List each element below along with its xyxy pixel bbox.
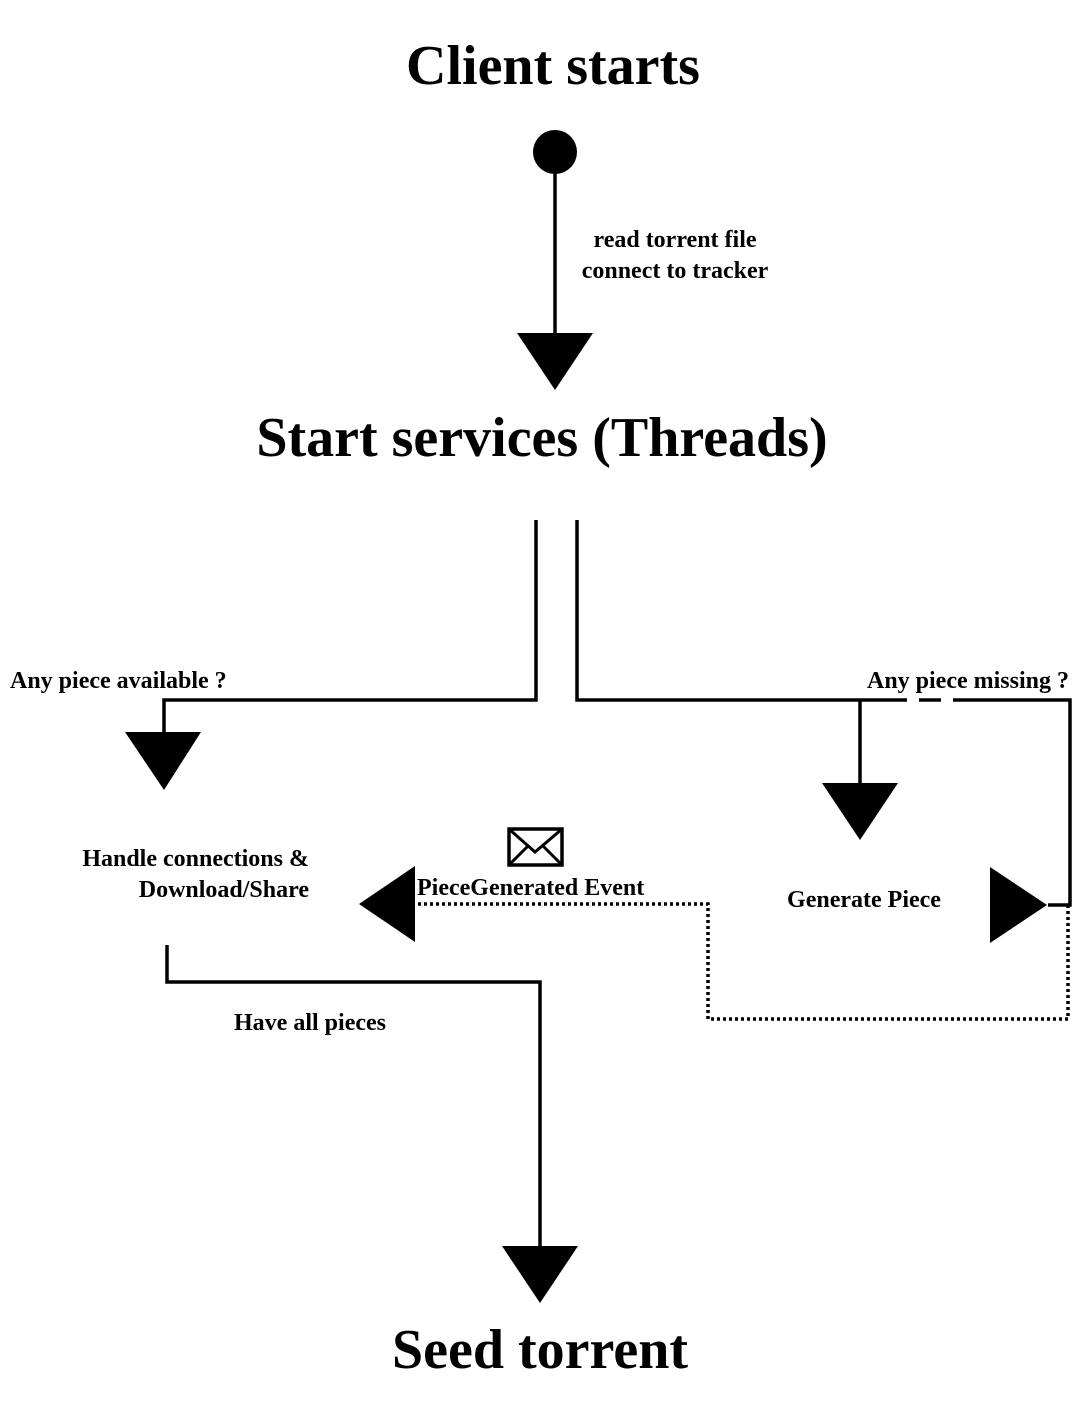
event-dotted-line (415, 902, 1070, 1021)
edge-label-connect-tracker: connect to tracker (582, 258, 769, 284)
have-all-pieces-label: Have all pieces (234, 1010, 386, 1036)
have-all-pieces-line (165, 945, 542, 1250)
start-services-title: Start services (Threads) (256, 407, 827, 469)
loop-right-line (960, 698, 1072, 907)
client-starts-title: Client starts (406, 35, 700, 97)
fork-right-line (575, 520, 885, 702)
any-piece-missing-label: Any piece missing ? (867, 668, 1069, 694)
fork-left-arrow (125, 732, 201, 790)
initial-node (533, 130, 577, 174)
edge-label-read-torrent: read torrent file (593, 227, 756, 253)
loop-right-arrow (990, 867, 1047, 943)
have-all-pieces-arrow (502, 1246, 578, 1303)
start-edge-arrow (517, 333, 593, 390)
fork-left-line (162, 520, 538, 736)
download-share-label: Download/Share (139, 877, 310, 903)
envelope-icon (507, 827, 564, 867)
seed-torrent-title: Seed torrent (392, 1319, 688, 1381)
handle-connections-label: Handle connections & (82, 846, 309, 872)
event-arrow (359, 866, 415, 942)
any-piece-available-label: Any piece available ? (10, 668, 227, 694)
generate-piece-label: Generate Piece (787, 887, 941, 913)
generate-edge-arrow (822, 783, 898, 840)
piece-generated-event-label: PieceGenerated Event (417, 875, 644, 901)
